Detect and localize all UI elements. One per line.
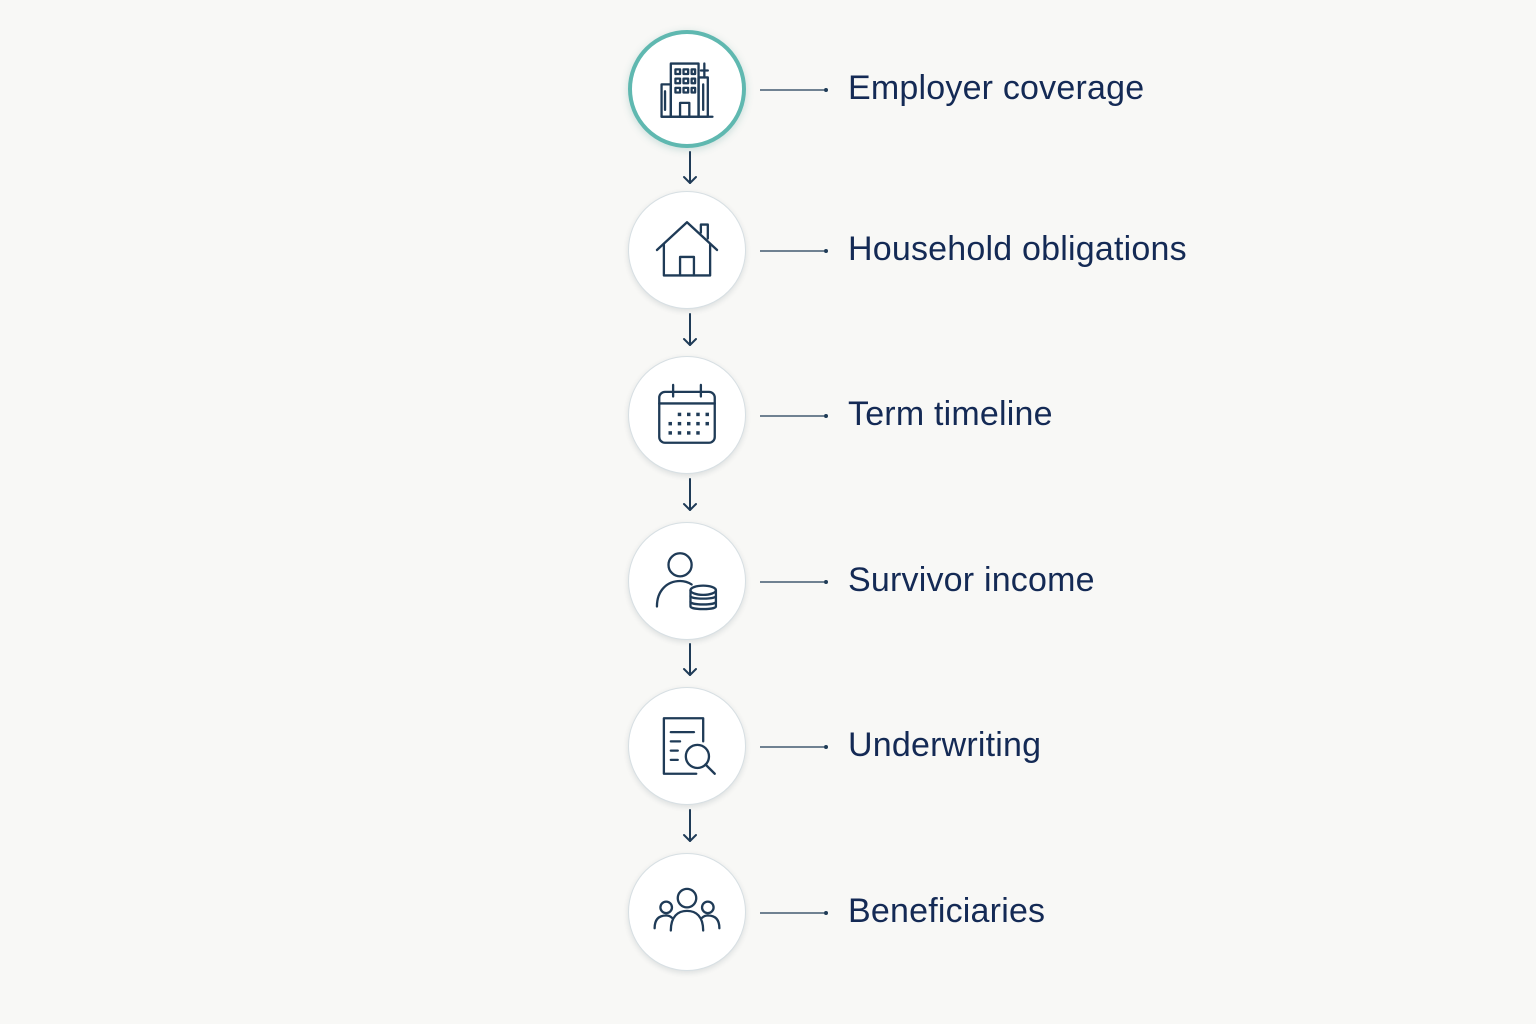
step-node (628, 687, 746, 805)
down-arrow-icon (678, 808, 702, 848)
document-search-icon (662, 717, 716, 775)
connector-line (760, 414, 830, 418)
connector-line (760, 580, 830, 584)
building-icon (660, 62, 714, 118)
step-survivor-income: Survivor income (628, 522, 1448, 646)
step-employer-coverage: Employer coverage (628, 30, 1448, 154)
step-household-obligations: Household obligations (628, 191, 1448, 315)
down-arrow-icon (678, 642, 702, 682)
house-icon (655, 221, 719, 277)
step-label: Employer coverage (848, 69, 1145, 107)
step-label: Household obligations (848, 230, 1187, 268)
connector-line (760, 249, 830, 253)
step-label: Term timeline (848, 395, 1053, 433)
down-arrow-icon (678, 312, 702, 352)
step-label: Beneficiaries (848, 892, 1046, 930)
step-term-timeline: Term timeline (628, 356, 1448, 480)
step-label: Survivor income (848, 561, 1095, 599)
step-node (628, 30, 746, 148)
step-beneficiaries: Beneficiaries (628, 853, 1448, 977)
step-node (628, 853, 746, 971)
step-underwriting: Underwriting (628, 687, 1448, 811)
step-node (628, 356, 746, 474)
step-node (628, 191, 746, 309)
connector-line (760, 88, 830, 92)
step-label: Underwriting (848, 726, 1042, 764)
connector-line (760, 745, 830, 749)
person-coins-icon (655, 552, 718, 611)
step-node (628, 522, 746, 640)
calendar-icon (658, 383, 716, 444)
down-arrow-icon (678, 150, 702, 190)
group-icon (653, 887, 721, 932)
connector-line (760, 911, 830, 915)
down-arrow-icon (678, 477, 702, 517)
